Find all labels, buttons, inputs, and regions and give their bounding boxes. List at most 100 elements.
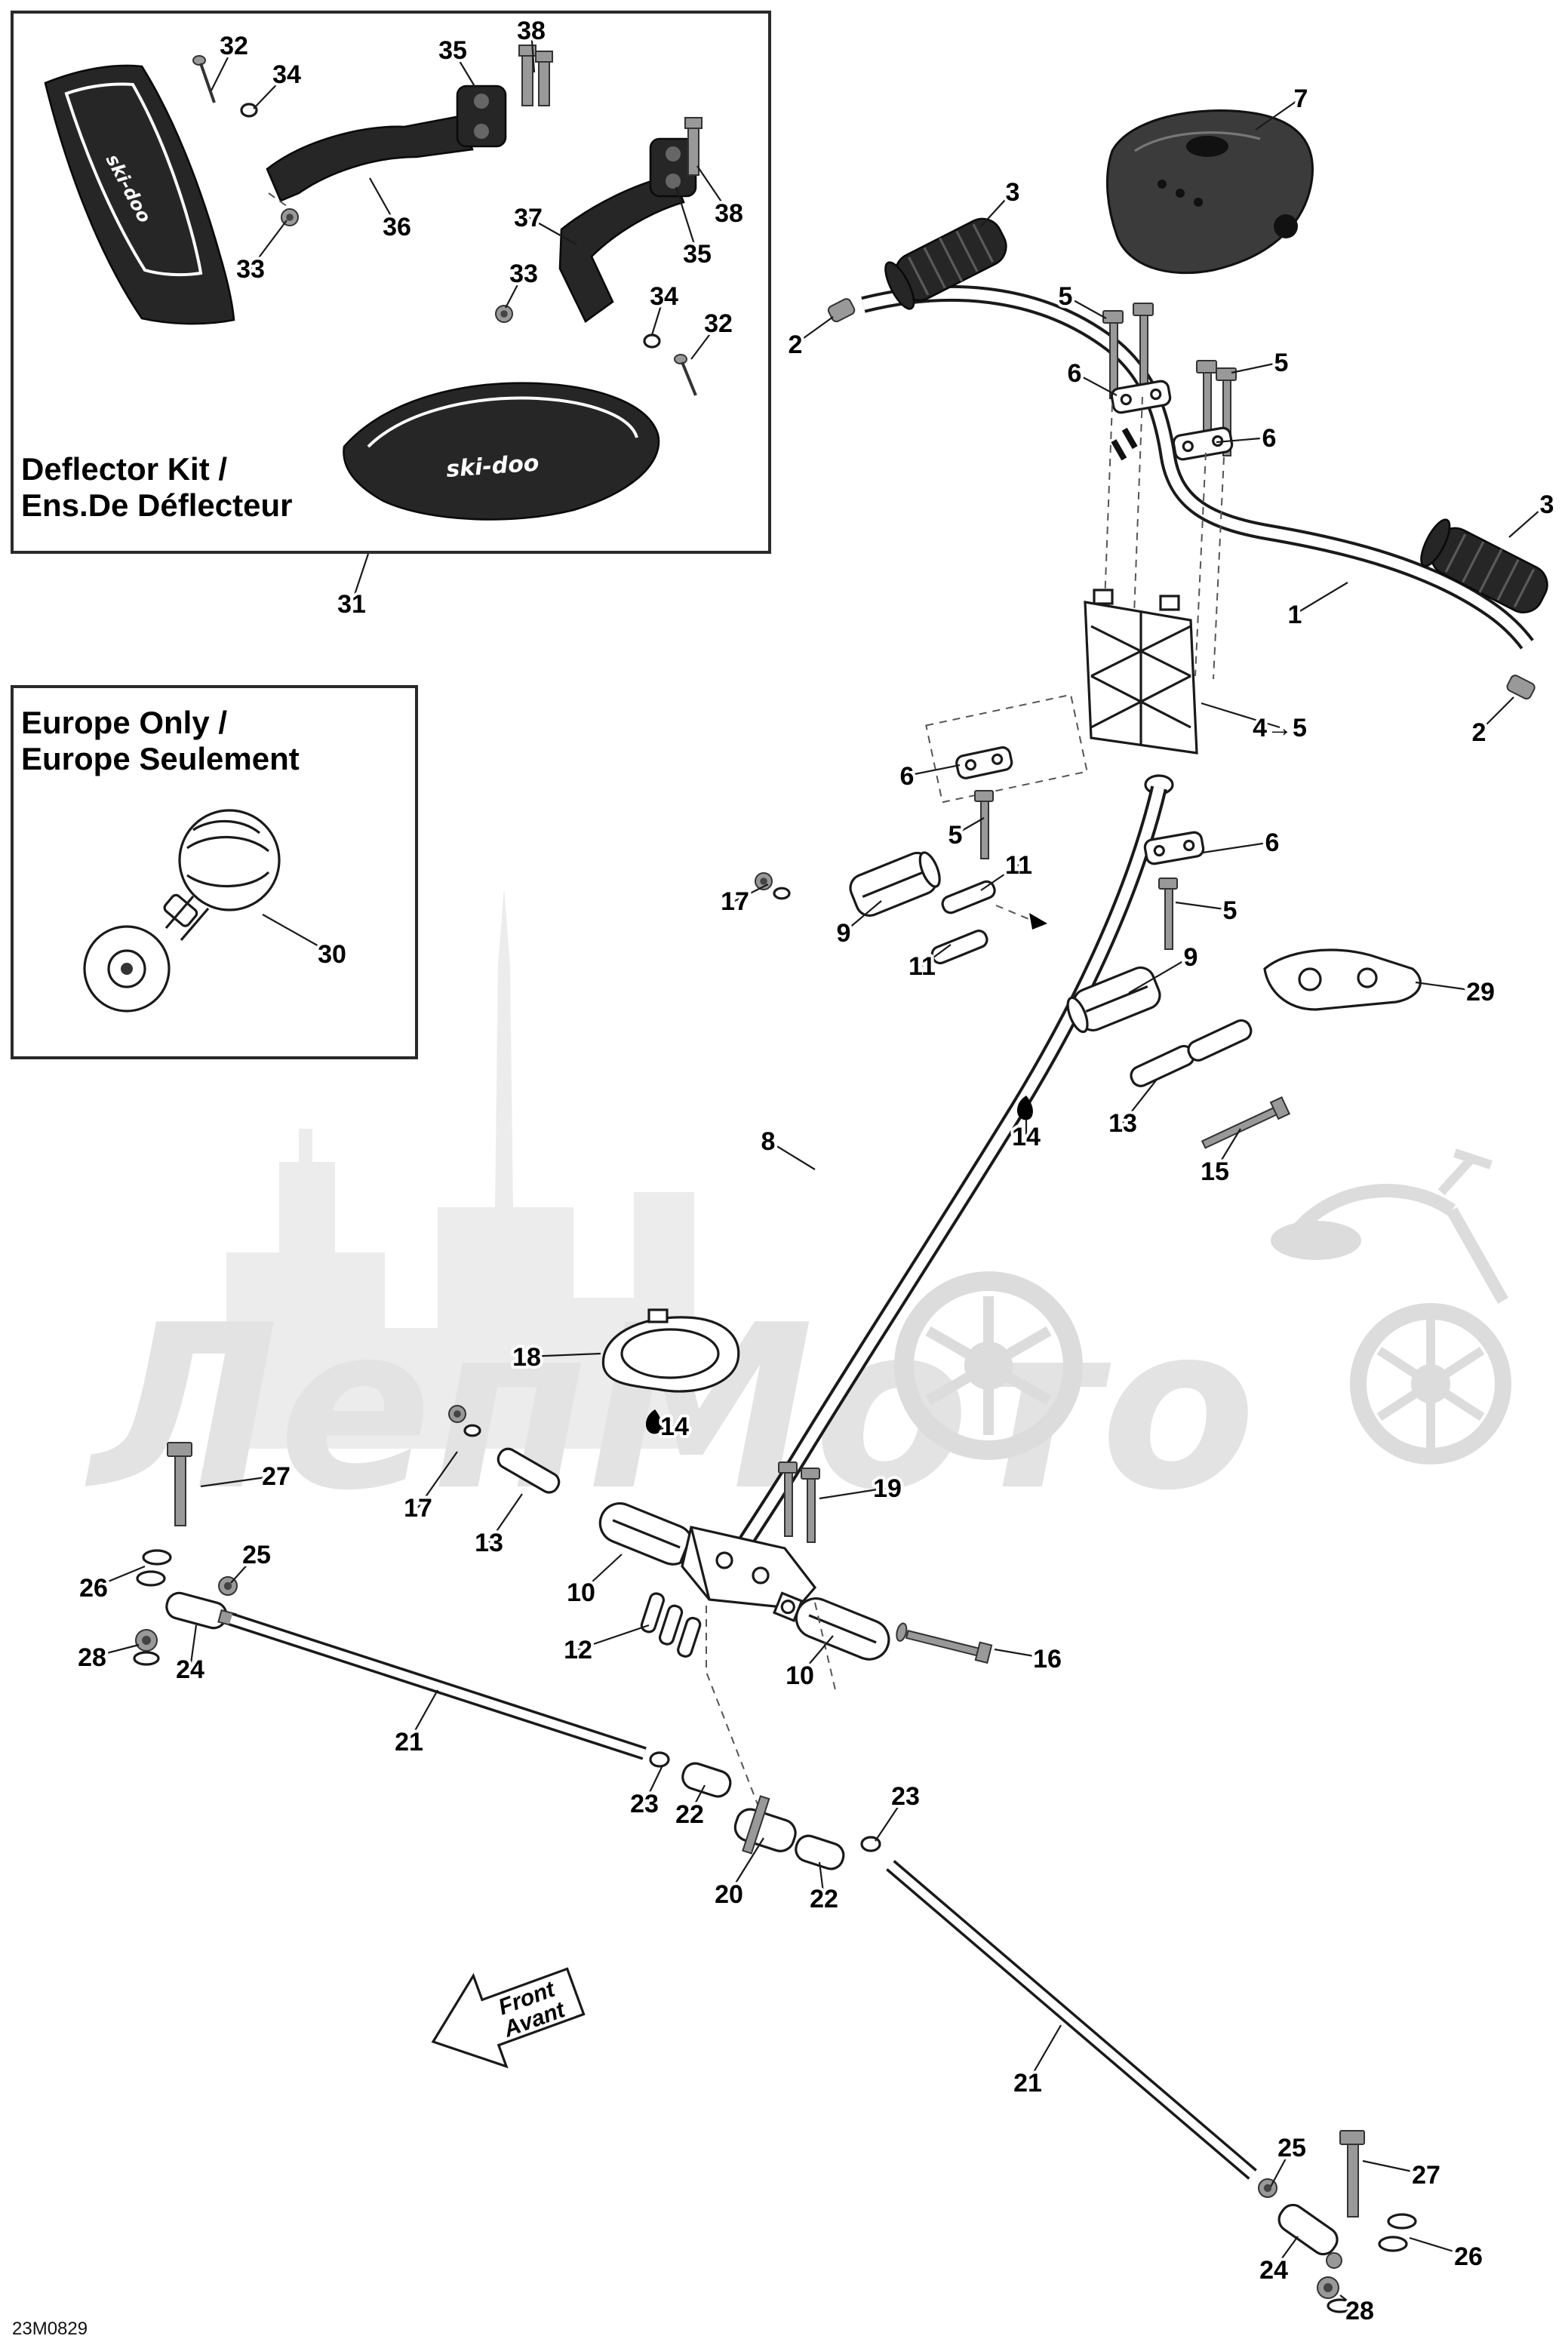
nut-washer-17-upper xyxy=(755,872,791,900)
watermark-text: ЛепМото xyxy=(84,1277,1256,1540)
watermark-skyline xyxy=(226,887,694,1449)
callout-leader-line xyxy=(1415,981,1481,993)
callout-16: 16 xyxy=(1033,1645,1062,1674)
callout-38: 38 xyxy=(517,17,546,45)
bolt-27-right xyxy=(1339,2130,1365,2218)
callout-leader-line xyxy=(1231,361,1282,374)
callout-leader-line xyxy=(955,817,985,835)
callout-leader-line xyxy=(1175,901,1231,911)
callout-leader-line xyxy=(230,1554,257,1584)
callout-leader-line xyxy=(1339,2294,1360,2311)
europe-box-border xyxy=(11,685,418,1059)
handlebar-center-marks xyxy=(1111,427,1138,461)
callout-leader-line xyxy=(408,1689,438,1742)
callout-leader-line xyxy=(527,217,577,245)
callout-leader-line xyxy=(818,1861,826,1899)
pin-13-upper xyxy=(1130,1044,1195,1087)
watermark-wheel-icon xyxy=(894,1271,1083,1460)
bracket-plate-29 xyxy=(1263,948,1422,1011)
callout-33: 33 xyxy=(509,260,538,288)
deflector-kit-box: Deflector Kit / Ens.De Déflecteur ski-do… xyxy=(11,11,771,554)
washer-34a xyxy=(240,103,258,118)
guard-bracket-37 xyxy=(558,174,685,323)
callout-14: 14 xyxy=(660,1412,689,1441)
callout-25: 25 xyxy=(1277,2134,1306,2162)
europe-title-line1: Europe Only / xyxy=(21,705,227,740)
callout-leader-line xyxy=(1478,696,1514,733)
grip-3-right xyxy=(1420,518,1548,613)
bolts-19 xyxy=(778,1461,820,1543)
callout-1: 1 xyxy=(1288,601,1302,629)
pin-11b xyxy=(930,930,988,965)
clamp-35a xyxy=(456,85,507,148)
callout-leader-line xyxy=(994,1648,1048,1660)
callout-leader-line xyxy=(1362,2159,1427,2176)
callout-3: 3 xyxy=(1006,178,1020,207)
callout-30: 30 xyxy=(318,940,346,969)
callout-leader-line xyxy=(1273,2236,1299,2270)
clamp-6-upper-left xyxy=(1110,380,1172,414)
front-direction-arrow: Front Avant xyxy=(431,1967,586,2069)
callout-leader-line xyxy=(253,73,287,109)
callout-5: 5 xyxy=(1223,896,1237,925)
handlebar-pad-7 xyxy=(1105,109,1314,275)
deflector-kit-title-line2: Ens.De Déflecteur xyxy=(21,487,292,523)
callout-11: 11 xyxy=(909,952,936,981)
washer-34b xyxy=(643,333,661,349)
lower-handguard-ridge xyxy=(367,396,638,448)
callout-leader-line xyxy=(1027,2024,1062,2083)
callout-leader-line xyxy=(1216,436,1270,444)
callout-14: 14 xyxy=(1012,1123,1041,1151)
callout-leader-line xyxy=(980,191,1013,227)
callout-21: 21 xyxy=(1013,2069,1042,2098)
watermark-wheel2-icon xyxy=(1350,1303,1511,1465)
callout-10: 10 xyxy=(567,1578,595,1607)
callout-leader-line xyxy=(1294,582,1348,615)
callout-leader-line xyxy=(1255,97,1302,131)
callout-leader-line xyxy=(659,1425,675,1431)
callout-21: 21 xyxy=(395,1728,423,1756)
clamp-35b-hole2 xyxy=(666,174,681,189)
pins-12 xyxy=(640,1592,702,1658)
clamp-9-lower xyxy=(1066,966,1161,1034)
callout-36: 36 xyxy=(383,213,411,241)
left-handguard-ridge xyxy=(64,82,203,277)
callout-leader-line xyxy=(689,1784,706,1815)
callout-leader-line xyxy=(843,900,882,933)
callout-6: 6 xyxy=(1262,424,1277,453)
callout-2: 2 xyxy=(789,330,803,359)
callout-leader-line xyxy=(1122,1080,1157,1123)
callout-leader-line xyxy=(728,1837,764,1895)
grease-drop-14-lower xyxy=(646,1409,662,1434)
europe-only-box: Europe Only / Europe Seulement xyxy=(11,685,418,1059)
callout-2: 2 xyxy=(1472,718,1487,747)
tie-rod-end-stud xyxy=(1326,2252,1342,2269)
callout-13: 13 xyxy=(1108,1109,1137,1138)
callout-leader-line xyxy=(369,177,398,227)
clamp-35a-hole2 xyxy=(474,124,489,139)
tie-rod-end-24-left xyxy=(165,1591,238,1630)
callout-leader-line xyxy=(417,1451,458,1508)
callout-28: 28 xyxy=(1345,2297,1374,2325)
left-handguard xyxy=(44,64,235,325)
lower-alignment-dash2 xyxy=(814,1602,837,1694)
callout-leader-line xyxy=(200,1474,277,1488)
callout-15: 15 xyxy=(1201,1157,1229,1186)
callout-7: 7 xyxy=(1294,85,1308,113)
clamp-6-mid-left xyxy=(955,746,1013,779)
callout-35: 35 xyxy=(683,240,712,269)
callout-leader-line xyxy=(921,944,952,967)
callout-11: 11 xyxy=(1005,851,1032,880)
callout-leader-line xyxy=(1409,2236,1469,2257)
callout-leader-line xyxy=(795,316,834,345)
steering-assembly xyxy=(133,109,1548,2313)
bolt-5-mid-right xyxy=(1158,877,1178,950)
callout-leader-line xyxy=(93,1565,146,1589)
deflector-kit-border xyxy=(11,11,771,554)
callout-33: 33 xyxy=(236,255,265,284)
callout-6: 6 xyxy=(900,762,915,791)
callout-27: 27 xyxy=(1412,2161,1440,2190)
callout-32: 32 xyxy=(704,309,733,338)
callout-24: 24 xyxy=(1259,2256,1288,2285)
clamp-35a-hole xyxy=(474,94,489,109)
